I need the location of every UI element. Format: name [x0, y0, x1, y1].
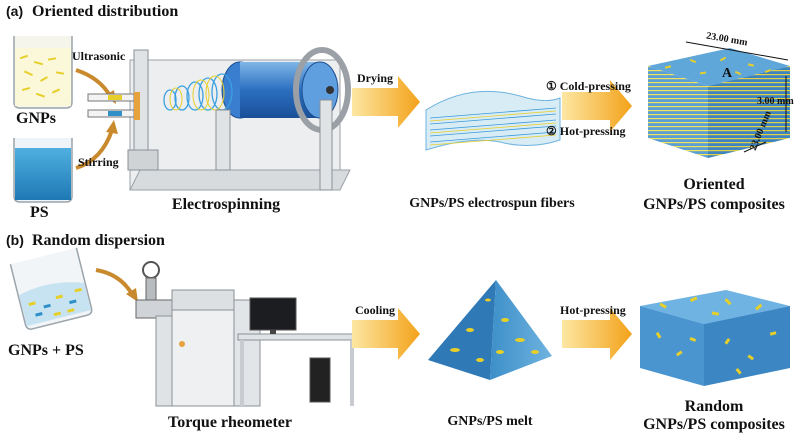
electrospinning-label: Electrospinning	[171, 196, 281, 213]
cooling-label: Cooling	[355, 303, 396, 317]
torque-rheometer	[135, 261, 357, 407]
mixture-label: GNPs + PS	[8, 342, 84, 359]
panel-a-letter: (a)	[6, 3, 24, 19]
drying-arrow	[352, 76, 420, 128]
stirring-label: Stirring	[78, 155, 119, 169]
stirring-arrow	[75, 129, 114, 170]
cold-pressing-label: ① Cold-pressing	[546, 79, 631, 93]
panel-b-letter: (b)	[6, 232, 24, 248]
rheometer-label: Torque rheometer	[168, 414, 292, 431]
panel-b-title: Random dispersion	[32, 232, 165, 249]
random-composite-block	[640, 290, 790, 386]
drying-label: Drying	[357, 71, 393, 85]
stirring-arrow-head	[106, 120, 118, 134]
ps-beaker	[13, 138, 73, 203]
panel-a-title: Oriented distribution	[32, 3, 179, 20]
melt-pyramid	[428, 280, 552, 380]
random-result-line2: GNPs/PS composites	[643, 416, 785, 433]
feed-arrow-head	[126, 288, 138, 302]
ultrasonic-label: Ultrasonic	[72, 49, 126, 63]
oriented-result-line2: GNPs/PS composites	[643, 196, 785, 213]
electrospinning-device	[87, 47, 351, 191]
hot-pressing-step-label: ② Hot-pressing	[546, 124, 626, 138]
fibers-label: GNPs/PS electrospun fibers	[409, 196, 575, 211]
oriented-composite-block	[648, 41, 790, 158]
hot-pressing-label: Hot-pressing	[560, 303, 626, 317]
electrospun-fiber-mat	[425, 90, 561, 151]
hot-pressing-arrow	[562, 308, 632, 360]
ps-label: PS	[30, 204, 49, 221]
gnps-beaker	[13, 36, 73, 109]
feed-arrow	[95, 268, 134, 296]
cooling-arrow	[352, 308, 420, 360]
gnps-label: GNPs	[16, 110, 56, 127]
oriented-result-line1: Oriented	[683, 176, 745, 193]
random-result-line1: Random	[684, 398, 744, 415]
melt-label: GNPs/PS melt	[447, 414, 533, 429]
ultrasonic-arrow	[75, 68, 112, 98]
dim-height-label: 3.00 mm	[757, 96, 794, 107]
face-a-label: A	[722, 66, 733, 81]
mixture-beaker	[9, 247, 93, 330]
pressing-arrow	[562, 80, 632, 132]
